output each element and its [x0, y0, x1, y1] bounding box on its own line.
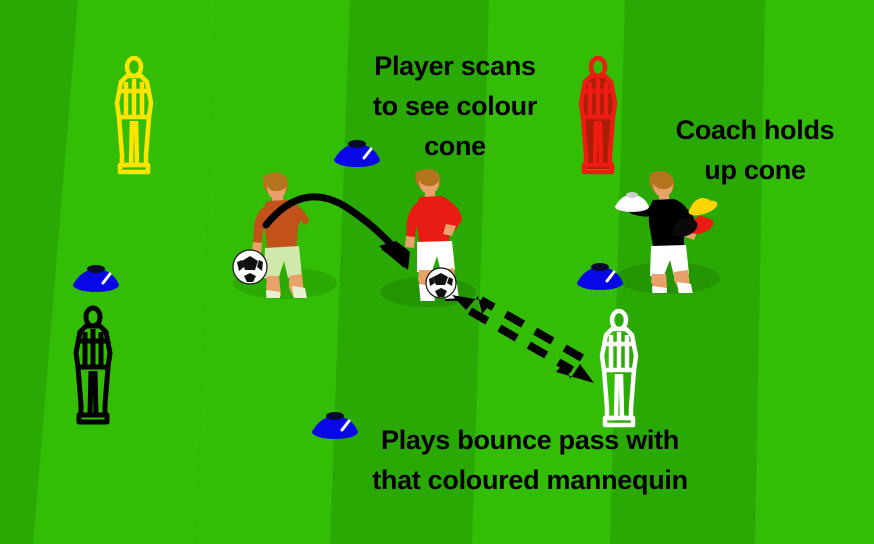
ball-at-receiver-feet [425, 267, 457, 299]
blue-cone-right [577, 263, 623, 290]
player-scans-caption: Player scans to see colour cone [355, 46, 555, 166]
player-scans-caption-line-1: Player scans [374, 51, 536, 81]
yellow-mannequin [114, 55, 154, 175]
coach-holds-caption-line-2: up cone [704, 155, 806, 185]
black-mannequin [73, 305, 113, 425]
bounce-pass-return-arrow [452, 295, 584, 362]
coach-holds-caption: Coach holds up cone [645, 110, 865, 190]
yellow-cone-bundle [688, 198, 718, 216]
black-cone-bundle [672, 217, 698, 237]
coach-holds-caption-line-1: Coach holds [675, 115, 835, 145]
bounce-pass-out-arrow [467, 307, 594, 383]
ball-at-passer-feet [232, 249, 268, 285]
blue-cone-bottom-center [312, 412, 358, 439]
bounce-pass-caption-line-1: Plays bounce pass with [381, 425, 679, 455]
blue-cone-left [73, 265, 119, 292]
player-scans-caption-line-2: to see colour [372, 91, 538, 121]
white-mannequin [599, 308, 639, 428]
passing-player [252, 172, 309, 298]
player-scans-caption-line-3: cone [424, 131, 486, 161]
cone-bundle-held [672, 198, 718, 237]
curved-pass-arrow [262, 193, 410, 270]
red-mannequin [578, 55, 618, 175]
bounce-pass-caption: Plays bounce pass with that coloured man… [330, 420, 730, 500]
blue-cone-top-center [334, 140, 380, 167]
white-cone-held-up [615, 192, 649, 212]
bounce-pass-caption-line-2: that coloured mannequin [372, 465, 688, 495]
